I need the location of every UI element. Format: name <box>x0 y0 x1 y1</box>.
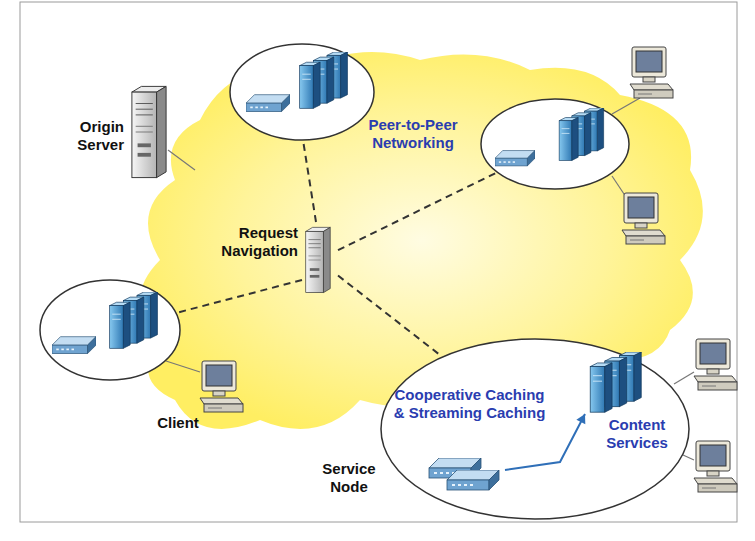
cache-switch <box>495 151 535 166</box>
client-computer <box>694 339 737 390</box>
server-cluster <box>590 352 641 412</box>
link-line <box>612 98 640 114</box>
node-label: Service Node <box>310 460 388 496</box>
link-line <box>166 361 200 372</box>
service-node-ellipse: Peer-to-Peer Networking <box>480 98 630 190</box>
server-cluster <box>110 292 158 348</box>
link-line <box>168 150 195 170</box>
arrow-head <box>576 414 585 424</box>
dashed-link <box>176 280 302 313</box>
ellipse-outline <box>481 99 629 189</box>
cache-switch <box>447 470 499 490</box>
service-node-ellipse <box>230 44 374 140</box>
ellipse-outline <box>381 339 689 519</box>
dashed-connector <box>338 276 442 357</box>
origin-server-icon <box>132 86 166 177</box>
data-flow-arrow <box>505 414 585 470</box>
ellipse-outline <box>480 98 630 190</box>
server-icon <box>306 227 330 292</box>
client-links <box>166 98 694 460</box>
client-computer <box>630 47 673 98</box>
client-computer <box>694 441 737 492</box>
function-label: Content Services <box>592 416 682 452</box>
frame <box>20 2 737 522</box>
cache-switch <box>52 337 96 354</box>
navigation-server: Request Navigation <box>206 222 338 298</box>
server-icon <box>300 226 336 294</box>
cache-switch <box>246 95 290 112</box>
link-line <box>674 372 694 384</box>
navigation-links <box>176 140 316 313</box>
client-computer <box>622 193 665 244</box>
link-line <box>683 455 694 460</box>
function-label: Cooperative Caching & Streaming Caching <box>392 386 547 422</box>
component-label: Client <box>150 414 206 432</box>
network-label: Peer-to-Peer Networking <box>350 116 476 152</box>
dashed-connector <box>338 173 496 251</box>
service-node-ellipse <box>40 280 180 380</box>
server-label: Request Navigation <box>206 224 298 260</box>
service-node-ellipse: Service NodeCooperative Caching & Stream… <box>380 338 690 520</box>
server-cluster <box>300 52 348 108</box>
server-cluster <box>559 108 603 160</box>
dashed-link <box>303 140 316 222</box>
component-label: Origin Server <box>50 118 124 154</box>
client-computer <box>200 361 243 412</box>
